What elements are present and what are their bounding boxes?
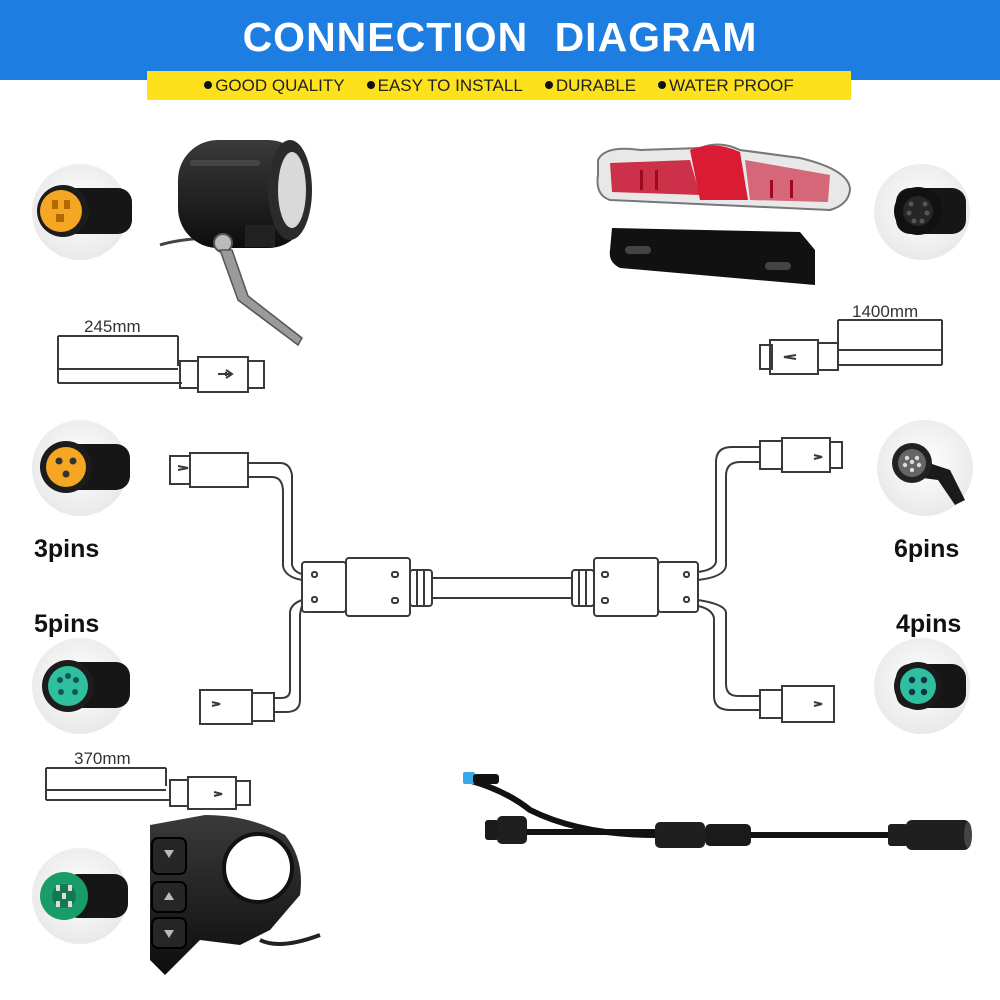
headlight-icon: [159, 140, 312, 347]
connector-icon-5pin-female-teal: [32, 638, 130, 734]
connector-icon-4pin-female-teal: [874, 638, 970, 734]
pin-label-6pins: 6pins: [894, 535, 960, 563]
taillight-cable-length: 1400mm: [852, 302, 919, 321]
page-title: CONNECTION DIAGRAM: [242, 14, 758, 60]
switch-cable-dimension: [45, 767, 251, 810]
feature-item: DURABLE: [544, 76, 636, 96]
feature-item: GOOD QUALITY: [204, 76, 345, 96]
feature-item: WATER PROOF: [658, 76, 794, 96]
headlight-cable-length: 245mm: [84, 317, 141, 336]
connector-icon-6pin-male-black: [877, 420, 973, 516]
header-bar: [0, 0, 1000, 80]
connector-icon-6pin-female-black: [874, 164, 970, 260]
pin-label-4pins: 4pins: [896, 610, 962, 638]
switch-cable-length: 370mm: [74, 749, 131, 768]
pin-label-5pins: 5pins: [34, 610, 100, 638]
feature-item: EASY TO INSTALL: [366, 76, 523, 96]
switch-icon: [150, 815, 321, 975]
y-splitter-harness: [169, 437, 843, 725]
cable-harness-icon: [463, 772, 972, 850]
feature-bar: GOOD QUALITY EASY TO INSTALL DURABLE WAT…: [147, 71, 851, 100]
connector-icon-3pin-female-orange: [32, 420, 130, 516]
connector-icon-5pin-male-green: [32, 848, 128, 944]
headlight-cable-dimension: [57, 335, 265, 393]
connector-icon-3pin-male-orange: [32, 164, 132, 260]
taillight-icon: [596, 143, 852, 285]
taillight-cable-dimension: [759, 319, 943, 375]
pin-label-3pins: 3pins: [34, 535, 100, 563]
